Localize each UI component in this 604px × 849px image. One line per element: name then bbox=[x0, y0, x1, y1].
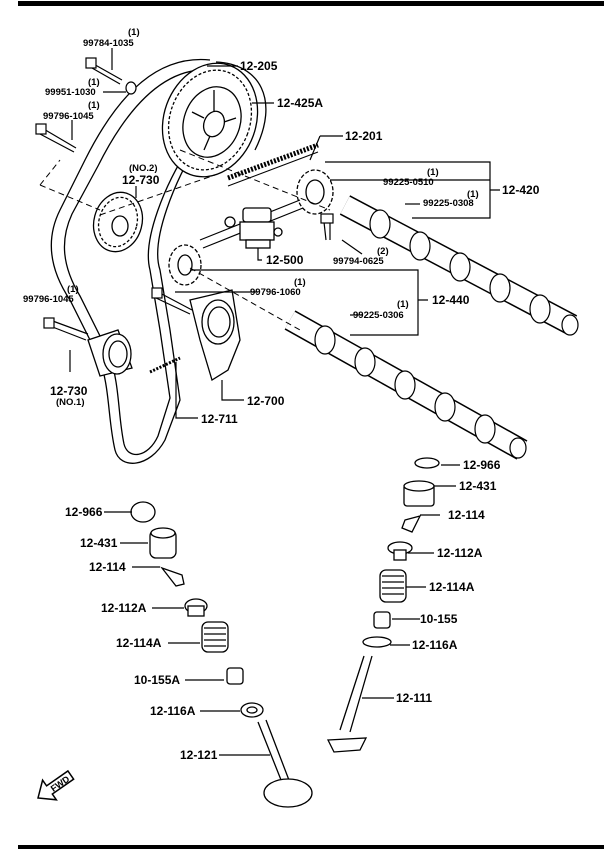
tensioners-drawing bbox=[87, 289, 241, 382]
right-part-label-12-114[interactable]: 12-114 bbox=[448, 508, 485, 522]
bolt-lower-left-qty: (1) bbox=[67, 284, 79, 295]
part-label-99796-1045-lower[interactable]: 99796-1045 bbox=[23, 294, 74, 305]
camshafts-drawing bbox=[284, 195, 579, 460]
bottom-border bbox=[18, 845, 604, 849]
right-part-label-12-116A[interactable]: 12-116A bbox=[412, 638, 458, 652]
pin-0308-qty: (1) bbox=[467, 189, 479, 200]
part-label-12-700[interactable]: 12-700 bbox=[247, 394, 285, 408]
leader-lines bbox=[69, 48, 500, 756]
part-label-12-425A[interactable]: 12-425A bbox=[277, 96, 324, 110]
left-part-label-12-112A[interactable]: 12-112A bbox=[101, 601, 147, 615]
bolt-left-qty: (1) bbox=[88, 100, 100, 111]
idler-no1-note: (NO.1) bbox=[56, 397, 85, 408]
part-label-12-201[interactable]: 12-201 bbox=[345, 129, 383, 143]
right-part-label-10-155[interactable]: 10-155 bbox=[420, 612, 458, 626]
bolt-top-qty: (1) bbox=[128, 27, 140, 38]
idler-no2-note: (NO.2) bbox=[129, 163, 158, 174]
part-label-99225-0510[interactable]: 99225-0510 bbox=[383, 177, 434, 188]
chain-tensioner-drawing bbox=[224, 207, 283, 249]
fwd-arrow-icon: FWD bbox=[37, 769, 75, 801]
bolt-1060-qty: (1) bbox=[294, 277, 306, 288]
bolts-drawing bbox=[35, 57, 334, 341]
part-label-99796-1060[interactable]: 99796-1060 bbox=[250, 287, 301, 298]
left-part-label-12-966[interactable]: 12-966 bbox=[65, 505, 103, 519]
left-part-label-12-114[interactable]: 12-114 bbox=[89, 560, 126, 574]
top-border bbox=[18, 1, 604, 6]
part-label-12-730-no1[interactable]: 12-730 bbox=[50, 384, 88, 398]
washer-qty: (1) bbox=[88, 77, 100, 88]
part-label-12-440[interactable]: 12-440 bbox=[432, 293, 470, 307]
part-label-99794-0625[interactable]: 99794-0625 bbox=[333, 256, 384, 267]
right-valve-stack-drawing bbox=[326, 457, 440, 753]
part-label-99951-1030[interactable]: 99951-1030 bbox=[45, 87, 96, 98]
part-label-99796-1045-upper[interactable]: 99796-1045 bbox=[43, 111, 94, 122]
idler-pulley-no2-drawing bbox=[92, 191, 144, 253]
right-part-label-12-966[interactable]: 12-966 bbox=[463, 458, 501, 472]
right-part-label-12-114A[interactable]: 12-114A bbox=[429, 580, 475, 594]
left-part-label-12-116A[interactable]: 12-116A bbox=[150, 704, 196, 718]
left-part-label-12-121[interactable]: 12-121 bbox=[180, 748, 218, 762]
right-part-label-12-112A[interactable]: 12-112A bbox=[437, 546, 483, 560]
left-part-label-12-431[interactable]: 12-431 bbox=[80, 536, 118, 550]
tensioner-bolt-qty: (2) bbox=[377, 246, 389, 257]
part-label-99225-0308[interactable]: 99225-0308 bbox=[423, 198, 474, 209]
part-label-99784-1035[interactable]: 99784-1035 bbox=[83, 38, 134, 49]
cam-sprockets-drawing bbox=[168, 169, 334, 286]
pin-0306-qty: (1) bbox=[397, 299, 409, 310]
left-valve-stack-drawing bbox=[130, 501, 313, 808]
cam-pulley-drawing bbox=[161, 62, 259, 178]
part-label-12-500[interactable]: 12-500 bbox=[266, 253, 304, 267]
right-part-label-12-431[interactable]: 12-431 bbox=[459, 479, 497, 493]
part-label-12-730-no2[interactable]: 12-730 bbox=[122, 173, 160, 187]
right-part-label-12-111[interactable]: 12-111 bbox=[396, 691, 433, 705]
left-part-label-10-155A[interactable]: 10-155A bbox=[134, 673, 181, 687]
pin-0510-qty: (1) bbox=[427, 167, 439, 178]
left-part-label-12-114A[interactable]: 12-114A bbox=[116, 636, 162, 650]
part-label-12-420[interactable]: 12-420 bbox=[502, 183, 540, 197]
part-label-99225-0306[interactable]: 99225-0306 bbox=[353, 310, 404, 321]
timing-belt-drawing bbox=[50, 58, 267, 464]
center-lines bbox=[39, 149, 331, 331]
part-label-12-205[interactable]: 12-205 bbox=[240, 59, 278, 73]
part-label-12-711[interactable]: 12-711 bbox=[201, 412, 238, 426]
